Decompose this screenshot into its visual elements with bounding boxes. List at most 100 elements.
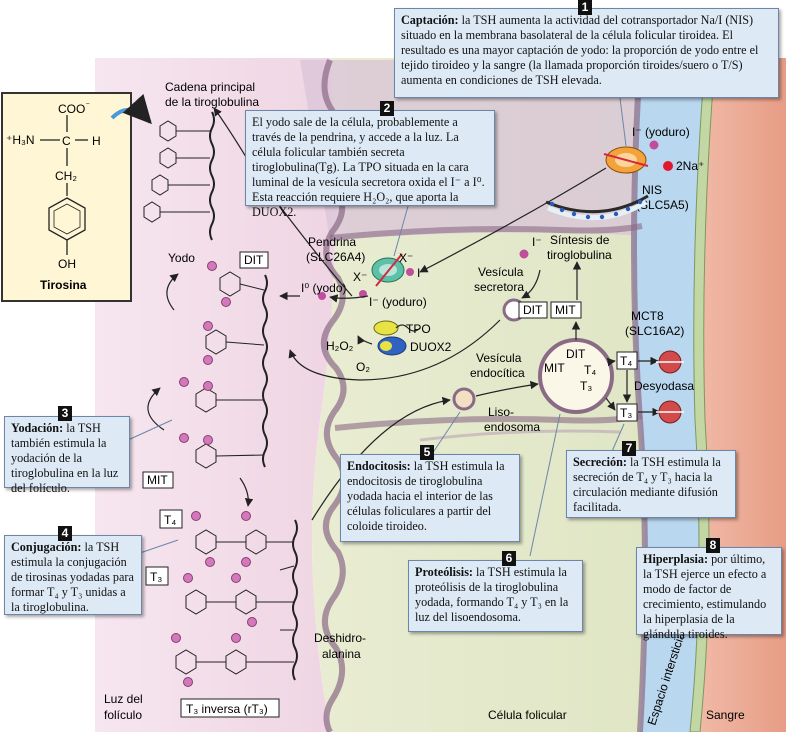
lyso-label-1: Liso- xyxy=(488,405,514,419)
callout-endocitosis: Endocitosis: la TSH estimula la endocito… xyxy=(340,454,520,542)
tyrosine-cooh: COO⁻ xyxy=(58,100,90,116)
callout-7-text: la TSH estimula la secreción de T₄ y T₃ … xyxy=(573,455,721,514)
iodination-arrow-2 xyxy=(147,387,165,431)
conjugation-arrow xyxy=(239,477,254,507)
callout-pendrina: El yodo sale de la célula, probablemente… xyxy=(245,110,495,219)
dit-box xyxy=(518,301,548,319)
callout-4-number: 4 xyxy=(58,526,72,541)
callout-proteolisis: Proteólisis: la TSH estimula la proteóli… xyxy=(408,560,583,632)
sodium-label: 2Na⁺ xyxy=(676,159,704,173)
backbone-label-2: de la tiroglobulina xyxy=(165,95,259,109)
callout-2-text: El yodo sale de la célula, probablemente… xyxy=(252,115,485,219)
deshidro-label-2: alanina xyxy=(322,647,361,661)
callout-3-title: Yodación: xyxy=(11,421,64,435)
lateral-membrane-top xyxy=(329,223,643,241)
box3-connector xyxy=(127,419,173,441)
t3-label: T₃ xyxy=(150,570,162,584)
lyso-to-t4-arrow xyxy=(606,357,616,367)
tpo-label: TPO xyxy=(406,322,431,336)
endocytosis-arrow xyxy=(311,396,451,521)
callout-8-text: por último, la TSH ejerce un efecto a mo… xyxy=(643,552,767,641)
i0-arrow xyxy=(329,294,369,303)
secretion-arrow xyxy=(288,319,501,381)
t4-box xyxy=(616,351,638,370)
endocytic-label-2: endocítica xyxy=(470,366,525,380)
nis-iodide-label: I⁻ (yoduro) xyxy=(632,125,690,139)
iodide-atom-pend-out xyxy=(406,268,414,276)
rt3-label-box xyxy=(180,698,280,718)
callout-6-text: la TSH estimula la proteólisis de la tir… xyxy=(415,565,569,624)
tyrosine-ch2: CH₂ xyxy=(55,169,77,183)
nis-label-2: (SLC5A5) xyxy=(636,198,689,212)
i0-atom xyxy=(318,292,326,300)
callout-1-number: 1 xyxy=(578,0,592,15)
mit-box-label: MIT xyxy=(555,303,576,317)
callout-8-number: 8 xyxy=(706,538,720,553)
lyso-mit: MIT xyxy=(544,361,565,375)
mit-label-box xyxy=(142,471,174,489)
callout-1-text: la TSH aumenta la actividad del cotransp… xyxy=(401,13,759,87)
mct8-transporter xyxy=(656,350,684,424)
synthesis-label-2: tiroglobulina xyxy=(547,248,612,262)
dit-box-label: DIT xyxy=(523,303,543,317)
nis-label-1: NIS xyxy=(642,183,662,197)
callout-captacion: Captación: la TSH aumenta la actividad d… xyxy=(394,8,779,98)
tyrosine-arrow xyxy=(110,93,152,125)
tyrosine-h: H xyxy=(92,134,101,148)
callout-7-number: 7 xyxy=(622,441,636,456)
i-minus-label: I⁻ xyxy=(532,235,542,249)
yodo-label: Yodo xyxy=(168,251,195,265)
lumen-region-bg xyxy=(95,58,336,732)
nis-transporter xyxy=(603,146,649,174)
cell-label: Célula folicular xyxy=(488,708,567,722)
callout-6-title: Proteólisis: xyxy=(415,565,473,579)
o2-label: O₂ xyxy=(356,360,370,374)
lyso-label-2: endosoma xyxy=(484,420,540,434)
lyso-to-t3-arrow xyxy=(605,397,616,411)
callout-hiperplasia: Hiperplasia: por último, la TSH ejerce u… xyxy=(636,547,782,641)
t3-box-label: T₃ xyxy=(620,406,632,420)
thyroglobulin-backbone-3 xyxy=(292,519,298,681)
callout-7-title: Secreción: xyxy=(573,455,627,469)
mit-label: MIT xyxy=(147,473,168,487)
duox2-enzyme xyxy=(377,336,407,356)
tyrosine-nh3: ⁺H₃N xyxy=(6,133,35,147)
mit-box xyxy=(550,301,582,319)
rt3-label: T₃ inversa (rT₃) xyxy=(186,702,268,716)
lumen-label-1: Luz del xyxy=(104,692,143,706)
callout-4-title: Conjugación: xyxy=(11,540,82,554)
iodine-atoms xyxy=(171,261,257,687)
box6-connector xyxy=(529,413,561,557)
iodination-arrow-1 xyxy=(166,273,179,311)
vesicle-to-lyso-arrow xyxy=(475,380,539,397)
h2o2-label: H₂O₂ xyxy=(326,339,354,353)
lyso-dit: DIT xyxy=(566,347,586,361)
callout-8-title: Hiperplasia: xyxy=(643,552,709,566)
callout-secrecion: Secreción: la TSH estimula la secreción … xyxy=(566,450,736,518)
pendrina-label-2: (SLC26A4) xyxy=(306,250,365,264)
blood-label: Sangre xyxy=(706,708,745,722)
dit-label: DIT xyxy=(244,253,264,267)
lyso-t3: T₃ xyxy=(580,379,592,393)
tpo-enzyme xyxy=(373,320,421,336)
callout-yodacion: Yodación: la TSH también estimula la yod… xyxy=(4,416,130,495)
mct8-label-2: (SLC16A2) xyxy=(625,324,684,338)
h2o2-arrow xyxy=(357,335,373,345)
t4-label-box xyxy=(159,509,183,529)
callout-2-number: 2 xyxy=(380,101,394,116)
nis-iodide-atom xyxy=(649,140,659,150)
i0-label: I⁰ (yodo) xyxy=(301,281,347,295)
x-minus-label-2: X⁻ xyxy=(399,251,413,265)
callout-3-text: la TSH también estimula la yodación de l… xyxy=(11,421,119,495)
t3-box xyxy=(616,403,638,422)
deshidro-label-1: Deshidro- xyxy=(314,631,366,645)
tyrosine-oh: OH xyxy=(58,257,76,271)
i-minus-atom xyxy=(519,249,529,259)
tyrosine-residues-top xyxy=(143,120,210,223)
callout-conjugacion: Conjugación: la TSH estimula la conjugac… xyxy=(4,535,142,615)
er-membrane-inner xyxy=(547,199,648,221)
tyrosine-structure xyxy=(40,115,88,255)
synthesis-label-1: Síntesis de xyxy=(550,233,610,247)
thyroglobulin-backbone xyxy=(209,111,215,241)
callout-5-text: la TSH estimula la endocitosis de tirogl… xyxy=(347,459,505,533)
